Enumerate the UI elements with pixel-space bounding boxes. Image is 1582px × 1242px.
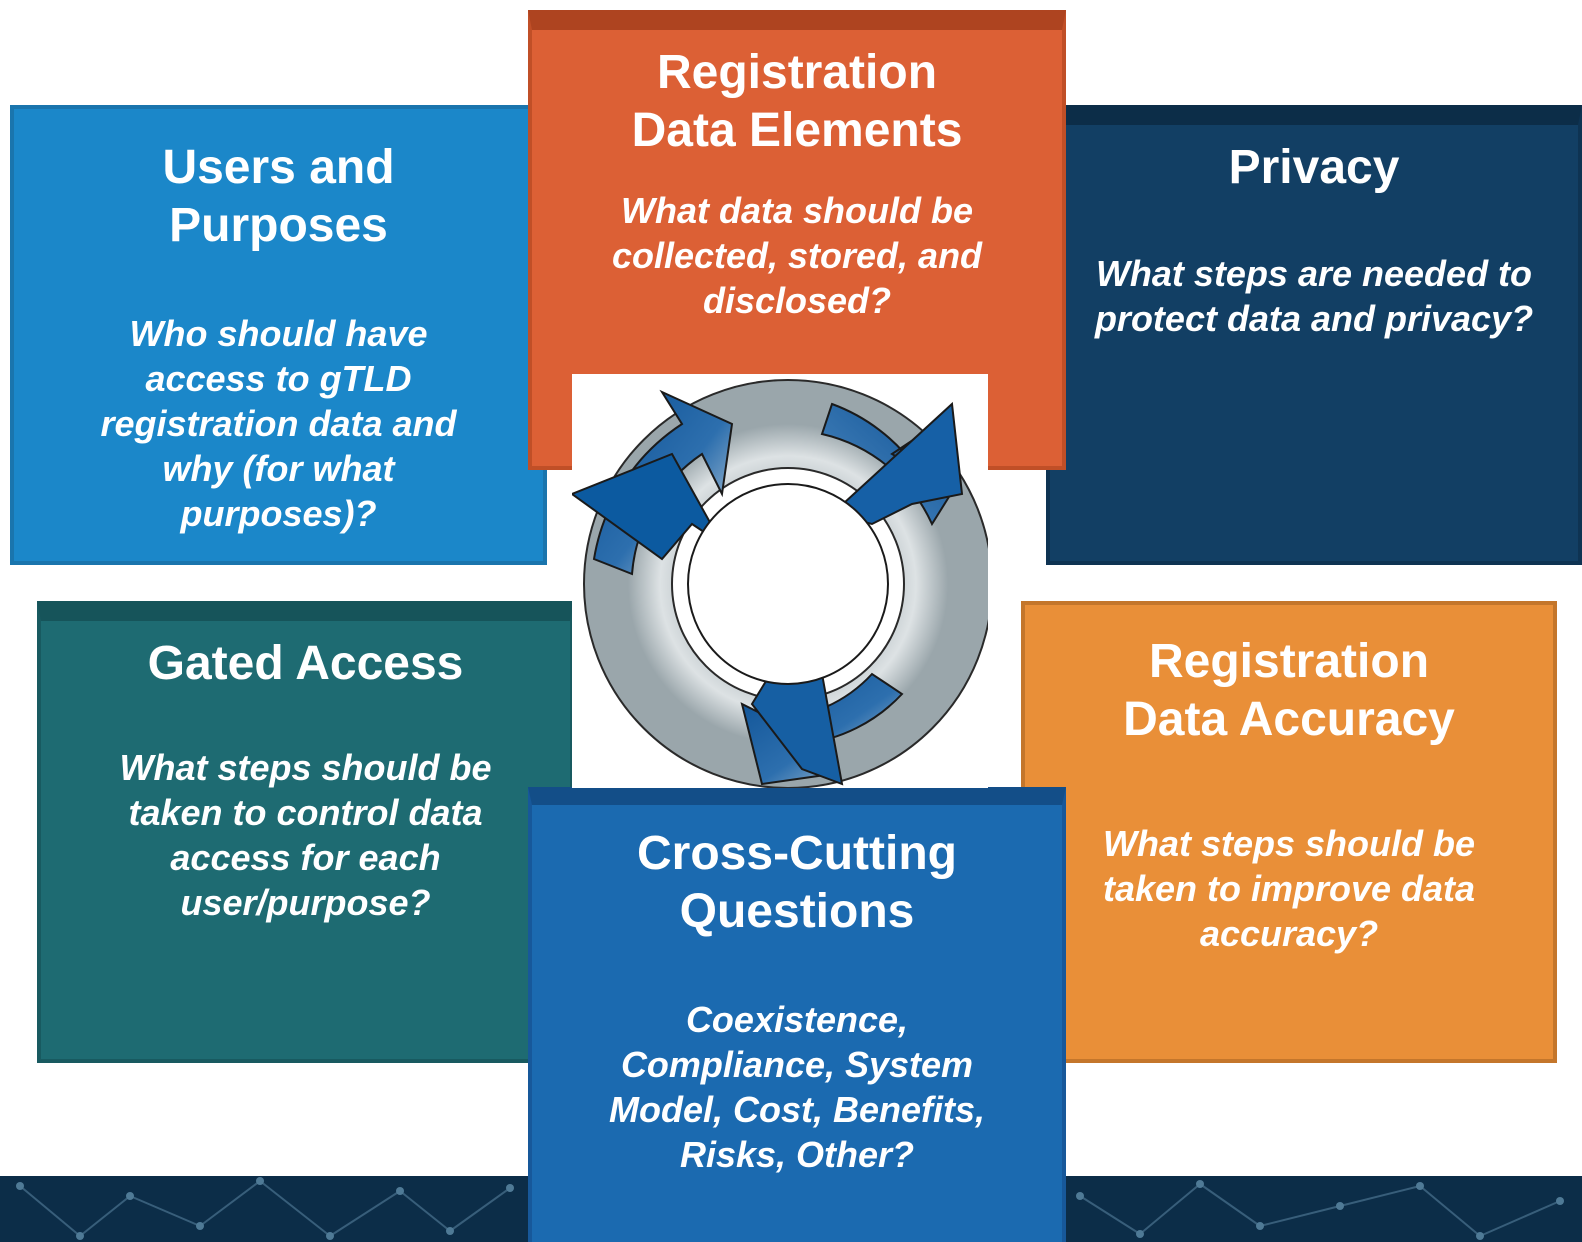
privacy-title: Privacy [1228, 141, 1400, 194]
registration-data-elements-title: Registration Data Elements [631, 46, 963, 157]
cross-cutting-questions-title: Cross-Cutting Questions [637, 827, 957, 938]
network-pattern-decoration [16, 1177, 1564, 1240]
cross-cutting-questions-question: Coexistence, Compliance, System Model, C… [608, 999, 986, 1175]
gated-access-box: Gated Access What steps should be taken … [37, 601, 574, 1063]
privacy-question: What steps are needed to protect data an… [1094, 253, 1534, 339]
users-and-purposes-title: Users and Purposes [162, 141, 395, 252]
cross-cutting-questions-box: Cross-Cutting Questions Coexistence, Com… [528, 787, 1066, 1242]
registration-data-accuracy-question: What steps should be taken to improve da… [1102, 823, 1476, 954]
registration-data-accuracy-box: Registration Data Accuracy What steps sh… [1021, 601, 1557, 1063]
gated-access-question: What steps should be taken to control da… [119, 747, 492, 923]
users-and-purposes-question: Who should have access to gTLD registrat… [100, 313, 457, 534]
registration-data-accuracy-title: Registration Data Accuracy [1123, 635, 1455, 746]
gated-access-title: Gated Access [147, 637, 464, 690]
users-and-purposes-box: Users and Purposes Who should have acces… [10, 105, 547, 565]
registration-data-elements-question: What data should be collected, stored, a… [611, 190, 983, 321]
recycle-cycle-arrows-icon [572, 374, 988, 788]
privacy-box: Privacy What steps are needed to protect… [1046, 105, 1582, 565]
